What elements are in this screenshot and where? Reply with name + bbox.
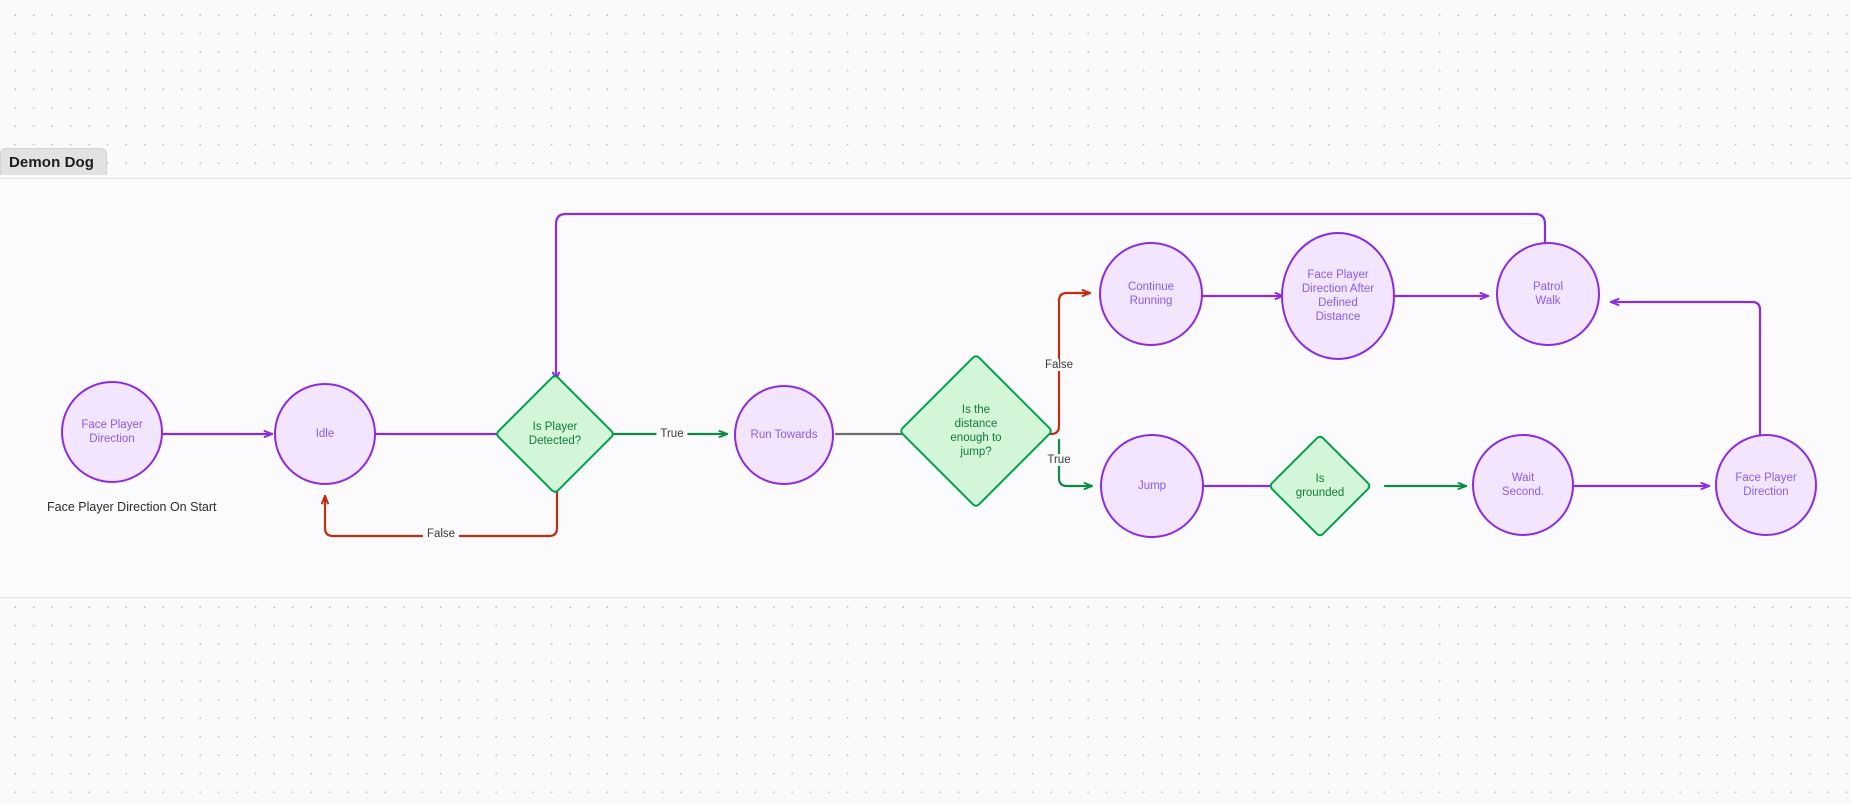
- group-tab-demon-dog[interactable]: Demon Dog: [0, 148, 108, 175]
- edge-label-jump-true: True: [1043, 454, 1075, 466]
- node-patrol-walk[interactable]: Patrol Walk: [1496, 242, 1600, 346]
- node-is-grounded[interactable]: Is grounded: [1267, 433, 1373, 539]
- node-label: Is Player Detected?: [528, 421, 582, 447]
- node-wait-second[interactable]: Wait Second.: [1472, 434, 1574, 536]
- node-is-distance-enough-to-jump[interactable]: Is the distance enough to jump?: [898, 353, 1054, 509]
- node-idle[interactable]: Idle: [274, 383, 376, 485]
- node-face-player-direction[interactable]: Face Player Direction: [61, 381, 163, 483]
- node-jump[interactable]: Jump: [1100, 434, 1204, 538]
- node-label: Patrol Walk: [1532, 281, 1564, 307]
- node-label: Run Towards: [750, 429, 818, 441]
- node-label: Idle: [315, 428, 335, 440]
- node-is-player-detected[interactable]: Is Player Detected?: [494, 373, 616, 495]
- node-label: Is the distance enough to jump?: [950, 404, 1002, 458]
- node-face-player-direction-after-defined-distance[interactable]: Face Player Direction After Defined Dist…: [1281, 232, 1395, 360]
- node-continue-running[interactable]: Continue Running: [1099, 242, 1203, 346]
- node-run-towards[interactable]: Run Towards: [734, 385, 834, 485]
- caption-face-player-direction-on-start: Face Player Direction On Start: [47, 500, 217, 514]
- edge-label-detected-false: False: [422, 528, 460, 540]
- node-label: Is grounded: [1295, 473, 1345, 499]
- node-label: Continue Running: [1127, 281, 1175, 307]
- node-label: Wait Second.: [1501, 472, 1545, 498]
- node-label: Face Player Direction: [1735, 472, 1797, 498]
- node-face-player-direction-end[interactable]: Face Player Direction: [1715, 434, 1817, 536]
- edge-label-jump-false: False: [1040, 359, 1078, 371]
- node-label: Face Player Direction: [81, 419, 143, 445]
- node-label: Jump: [1137, 480, 1167, 492]
- edge-label-detected-true: True: [656, 428, 688, 440]
- node-label: Face Player Direction After Defined Dist…: [1301, 269, 1375, 323]
